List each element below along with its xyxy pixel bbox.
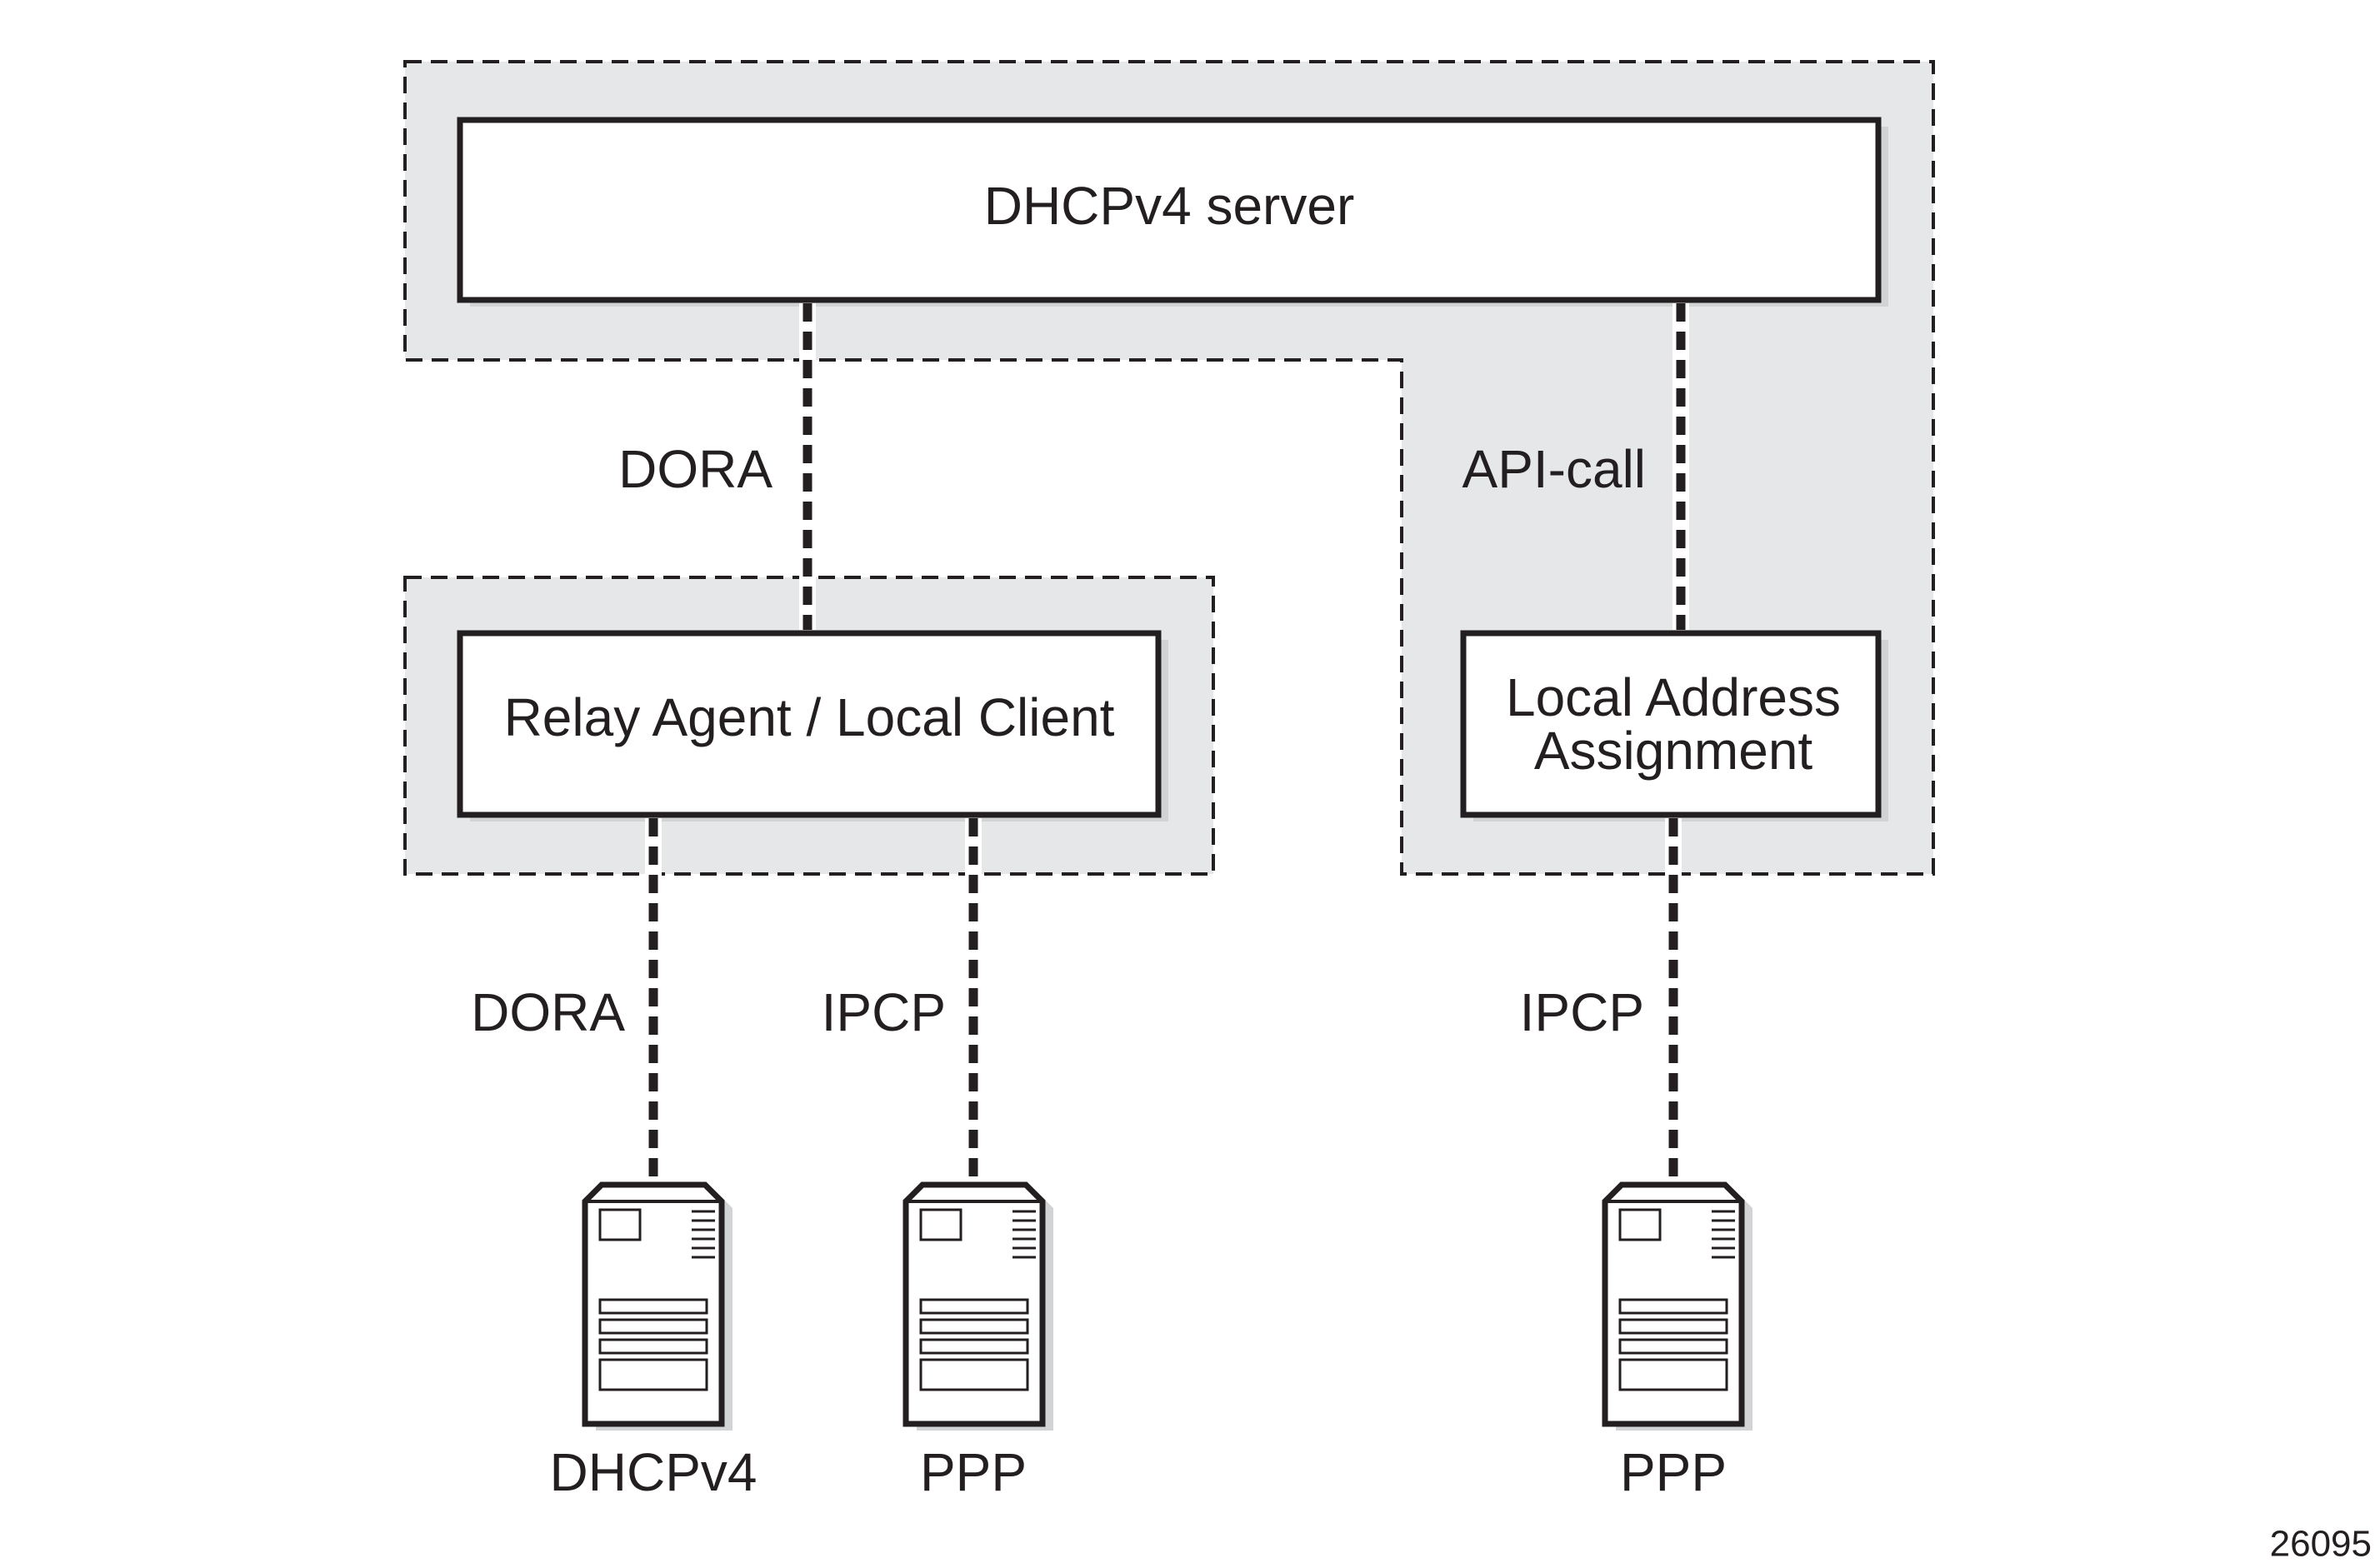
local-address-label-line2: Assignment	[1534, 721, 1813, 781]
ipcp-right-label: IPCP	[1520, 982, 1644, 1042]
ipcp-left-label: IPCP	[822, 982, 946, 1042]
dhcpv4-client-label: DHCPv4	[550, 1442, 758, 1502]
api-call-label: API-call	[1462, 439, 1647, 499]
relay-agent-box[interactable]	[457, 630, 1162, 818]
ppp-client-left-label: PPP	[920, 1442, 1027, 1502]
ppp-client-right-label: PPP	[1620, 1442, 1727, 1502]
dora-upper-label: DORA	[618, 439, 772, 499]
dhcp-server-label: DHCPv4 server	[984, 176, 1355, 236]
dhcpv4-client-icon[interactable]	[585, 1185, 732, 1431]
dhcp-server-box[interactable]	[457, 117, 1882, 303]
ppp-client-left-icon[interactable]	[906, 1185, 1053, 1431]
ppp-client-right-icon[interactable]	[1605, 1185, 1752, 1431]
local-address-label-line1: Local Address	[1506, 667, 1841, 727]
dora-lower-label: DORA	[471, 982, 625, 1042]
figure-id: 26095	[2270, 1524, 2372, 1565]
local-address-box[interactable]	[1460, 630, 1882, 818]
relay-agent-label: Relay Agent / Local Client	[504, 687, 1115, 747]
